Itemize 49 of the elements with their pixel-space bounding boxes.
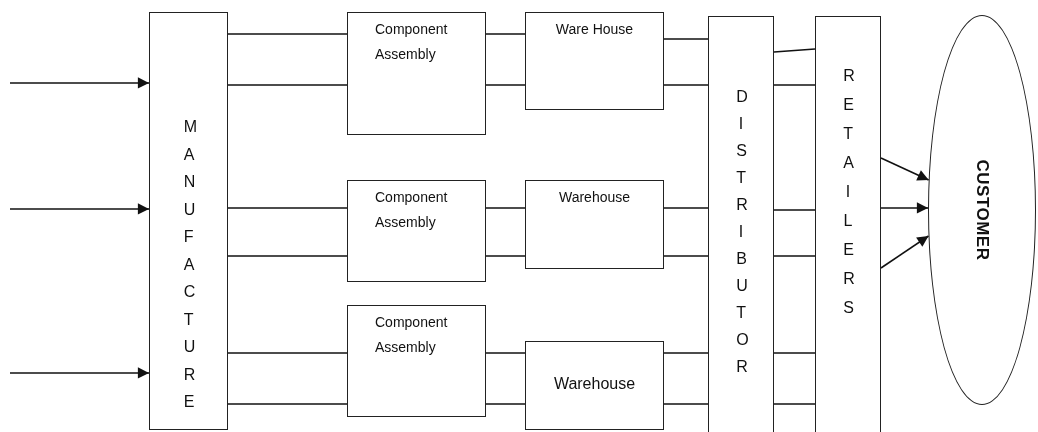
node-label: RETAILERS	[842, 66, 860, 318]
arrow	[9, 203, 150, 215]
arrow	[9, 77, 150, 89]
node-label: Warehouse	[553, 373, 636, 394]
connector-line	[227, 403, 348, 405]
node-label: Component Assembly	[375, 188, 449, 232]
connector-line	[663, 38, 709, 40]
connector-line	[227, 84, 348, 86]
connector-line	[227, 207, 348, 209]
arrow	[880, 235, 930, 269]
connector-line	[485, 207, 526, 209]
connector-line	[663, 207, 709, 209]
node-label: Ware House	[555, 20, 634, 39]
connector-line	[227, 255, 348, 257]
connector-line	[773, 84, 816, 86]
process-box	[815, 16, 881, 432]
node-label: Component Assembly	[375, 20, 449, 64]
process-box	[347, 180, 486, 282]
connector-line	[663, 403, 709, 405]
connector-line	[485, 403, 526, 405]
connector-line	[773, 209, 816, 211]
node-label: MANUFACTURE	[182, 117, 200, 412]
arrow	[880, 202, 929, 214]
connector-line	[773, 403, 816, 405]
process-box	[347, 12, 486, 135]
process-box	[525, 180, 664, 269]
process-box	[525, 12, 664, 110]
process-box	[708, 16, 774, 432]
connector-line	[773, 352, 816, 354]
process-box	[525, 341, 664, 430]
node-label: Warehouse	[558, 188, 631, 207]
node-label: CUSTOMER	[972, 159, 992, 261]
connector-line	[485, 33, 526, 35]
connector-line	[227, 352, 348, 354]
connector-line	[485, 84, 526, 86]
connector-line	[663, 84, 709, 86]
connector-line	[663, 255, 709, 257]
process-box	[347, 305, 486, 417]
node-label: DISTRIBUTOR	[735, 87, 753, 377]
connector-line	[227, 33, 348, 35]
arrow	[880, 157, 930, 181]
process-box	[149, 12, 228, 430]
node-label: Component Assembly	[375, 313, 449, 357]
connector-line	[663, 352, 709, 354]
connector-line	[773, 48, 816, 53]
connector-line	[485, 255, 526, 257]
arrow	[9, 367, 150, 379]
connector-line	[485, 352, 526, 354]
connector-line	[773, 255, 816, 257]
